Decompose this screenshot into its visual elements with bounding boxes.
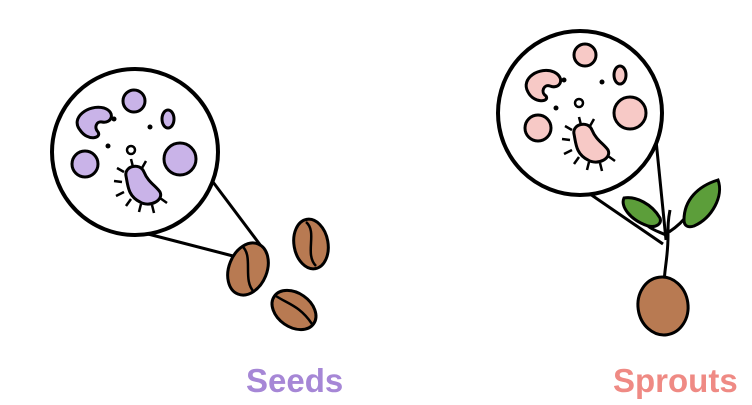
- seeds-round-microbe-top-icon: [123, 90, 145, 112]
- seeds-label: Seeds: [246, 364, 343, 397]
- sprouts-label: Sprouts: [613, 364, 738, 397]
- seed-2-coffee-seed-icon: [290, 216, 332, 271]
- sprouts-round-microbe-top-icon: [574, 44, 596, 66]
- sprouts-dot-icon: [600, 80, 605, 85]
- seed-1-coffee-seed-icon: [220, 237, 275, 301]
- seeds-dot-icon: [148, 125, 153, 130]
- seeds-round-microbe-left-icon: [72, 151, 98, 177]
- sprouts-round-microbe-right-icon: [614, 97, 646, 129]
- seeds-round-microbe-right-icon: [164, 143, 196, 175]
- sprouts-dot-icon: [562, 78, 567, 83]
- seeds-magnifier-circle-icon: [52, 69, 218, 235]
- seeds-dot-icon: [106, 144, 111, 149]
- sprouts-magnifier-circle-icon: [498, 31, 662, 195]
- sprouts-ring-icon: [575, 99, 583, 107]
- sprouts-small-oval-microbe-icon: [614, 66, 626, 84]
- seeds-dot-icon: [112, 117, 117, 122]
- seed-3-coffee-seed-icon: [265, 282, 324, 337]
- seeds-zoom-line-top: [213, 182, 261, 246]
- seeds-panel: [52, 69, 332, 338]
- sprout-seed-icon: [634, 274, 692, 338]
- seeds-zoom-line-bottom: [148, 234, 233, 256]
- sprouts-round-microbe-left-icon: [525, 115, 551, 141]
- sprouts-panel: [498, 31, 720, 338]
- seeds-ring-icon: [127, 146, 135, 154]
- seeds-small-oval-microbe-icon: [162, 110, 174, 128]
- sprouts-dot-icon: [554, 106, 559, 111]
- sprout-icon: [623, 180, 719, 338]
- sprout-right-leaf-icon: [684, 180, 720, 227]
